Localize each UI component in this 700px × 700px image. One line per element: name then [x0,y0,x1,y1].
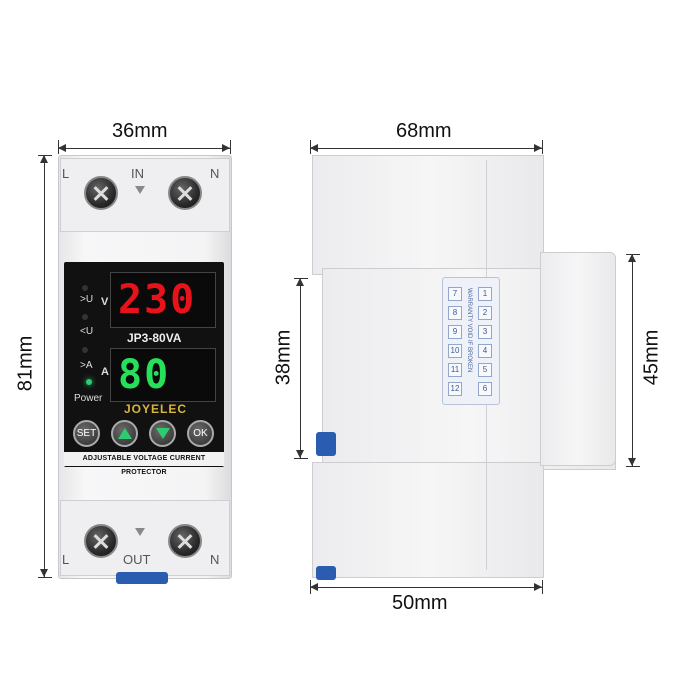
voltage-display [110,272,216,328]
sticker-number: 1 [478,287,492,301]
side-width-label: 68mm [396,120,452,142]
front-width-arrow-right [222,144,230,152]
side-rail-height-label: 45mm [640,329,663,386]
sticker-number: 9 [448,325,462,339]
side-base-width-tick-right [542,580,543,594]
side-device-upper [312,155,544,275]
bottom-right-terminal-label: N [210,552,220,567]
out-arrow-icon [135,528,145,536]
side-width-arrow-left [310,144,318,152]
over-voltage-label: >U [80,294,94,305]
side-base-width-tick-left [310,580,311,594]
over-voltage-led [82,285,88,291]
side-inner-height-tick-top [294,278,308,279]
side-rail-height-arrow-down [628,458,636,466]
under-voltage-led [82,314,88,320]
sticker-number: 4 [478,344,492,358]
front-height-tick-bottom [38,577,52,578]
front-height-label: 81mm [14,335,37,392]
sticker-number: 8 [448,306,462,320]
model-label: JP3-80VA [127,331,182,345]
front-din-clip [116,572,168,584]
sticker-number: 2 [478,306,492,320]
warranty-text: WARRANTY VOID IF BROKEN [466,288,472,373]
sticker-number: 12 [448,382,462,396]
side-inner-height-arrow-down [296,450,304,458]
front-width-arrow-left [58,144,66,152]
voltage-readout: 230 [118,277,197,323]
product-description-strip: ADJUSTABLE VOLTAGE CURRENT PROTECTOR [64,452,224,476]
front-width-tick-left [58,140,59,154]
bottom-right-screw-icon [168,524,202,558]
top-center-terminal-label: IN [131,166,144,181]
brand-label: JOYELEC [124,402,188,416]
down-arrow-icon [155,428,170,439]
side-base-width-line [310,587,542,588]
side-width-line [310,148,542,149]
top-left-screw-icon [84,176,118,210]
front-height-line [44,155,45,577]
side-width-tick-right [542,140,543,154]
side-rail-bump [540,252,616,466]
bottom-center-terminal-label: OUT [123,552,151,567]
voltage-unit-label: V [101,296,109,308]
side-inner-height-arrow-up [296,278,304,286]
top-left-terminal-label: L [62,166,70,181]
sticker-number: 11 [448,363,462,377]
up-button[interactable] [111,420,138,447]
side-device-lower [312,462,544,578]
front-width-label: 36mm [112,120,168,142]
down-button[interactable] [149,420,176,447]
bottom-left-terminal-label: L [62,552,70,567]
current-unit-label: A [101,366,109,378]
front-height-tick-top [38,155,52,156]
over-current-label: >A [80,360,93,371]
side-inner-height-line [300,278,301,458]
side-inner-height-label: 38mm [272,329,295,386]
sticker-number: 7 [448,287,462,301]
over-current-led [82,347,88,353]
current-display [110,348,216,402]
front-height-arrow-down [40,569,48,577]
current-readout: 80 [118,352,171,398]
top-right-screw-icon [168,176,202,210]
front-height-arrow-up [40,155,48,163]
side-clip-top [316,432,336,456]
side-rail-height-tick-bottom [626,466,640,467]
in-arrow-icon [135,186,145,194]
bottom-left-screw-icon [84,524,118,558]
side-base-width-arrow-left [310,583,318,591]
side-base-width-label: 50mm [392,592,448,614]
side-rail-height-tick-top [626,254,640,255]
up-arrow-icon [117,428,132,439]
top-right-terminal-label: N [210,166,220,181]
side-clip-bottom [316,566,336,580]
side-inner-height-tick-bottom [294,458,308,459]
sticker-number: 3 [478,325,492,339]
ok-button[interactable]: OK [187,420,214,447]
side-base-width-arrow-right [534,583,542,591]
front-width-tick-right [230,140,231,154]
side-rail-height-arrow-up [628,254,636,262]
side-width-tick-left [310,140,311,154]
power-label: Power [74,393,103,404]
sticker-number: 10 [448,344,462,358]
set-button[interactable]: SET [73,420,100,447]
front-width-line [58,148,230,149]
side-width-arrow-right [534,144,542,152]
power-led [86,379,92,385]
sticker-number: 5 [478,363,492,377]
under-voltage-label: <U [80,326,94,337]
side-rail-height-line [632,254,633,466]
sticker-number: 6 [478,382,492,396]
